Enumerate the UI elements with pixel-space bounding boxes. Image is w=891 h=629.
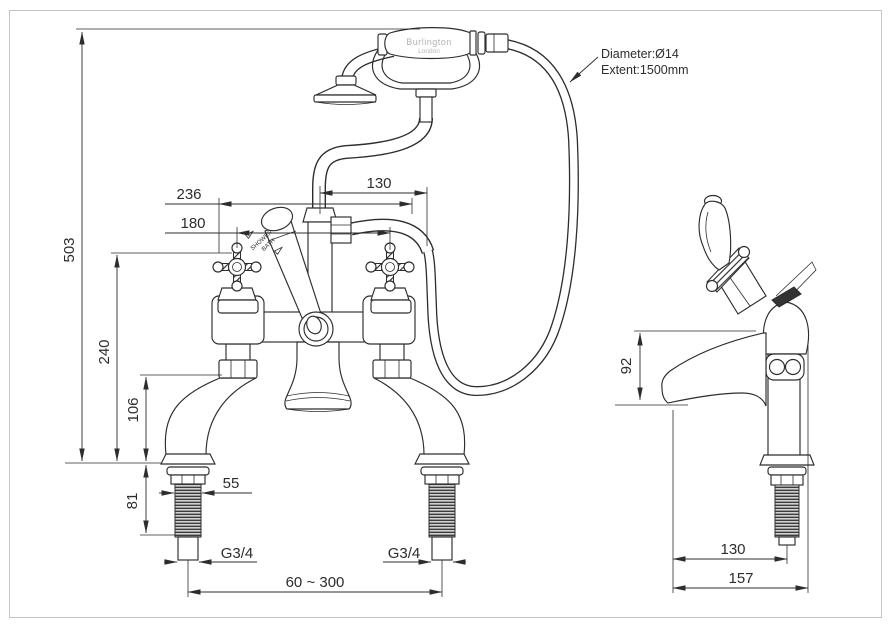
dim-label-180: 180 [180,215,205,232]
shower-hose [423,39,579,397]
dim-inlet-centers: 60 ~ 300 [187,574,443,595]
hose-ferrule [485,33,509,53]
dim-label-130-front: 130 [366,175,391,192]
dim-riser-to-hose: 130 [319,175,428,196]
brand-city: London [418,48,440,55]
dim-handle-centers: 180 [165,215,391,236]
page-frame [9,10,882,618]
dim-overall-depth: 157 [672,570,809,591]
front-view: SHOWER BATH [65,27,579,561]
right-leg [373,377,466,456]
dim-thread-right: G3/4 [383,545,466,565]
dim-spout-reach: 130 [672,541,788,562]
side-dimensions: 92 130 157 [615,330,809,593]
dim-thread-left: G3/4 [164,545,257,565]
left-leg [164,377,257,456]
right-handle [365,242,415,314]
diverter-arrow-down [273,246,284,255]
side-thread [774,484,800,538]
side-body [762,301,810,355]
hose-union-block [330,216,352,244]
diverter-boss [298,311,334,347]
side-diverter-lever [771,261,817,308]
dim-label-130-side: 130 [720,541,745,558]
cradle-hook [372,49,480,123]
dim-label-g34-left: G3/4 [221,545,254,562]
dim-label-240: 240 [96,339,113,364]
dim-label-81: 81 [124,493,141,510]
left-leg-union-nut [218,343,258,379]
dim-overall-height: 503 [61,31,85,462]
dim-width-to-hose: 236 [165,186,413,207]
front-spout [284,341,352,412]
riser-column [302,116,435,315]
hose-note-line1: Diameter:Ø14 [601,47,679,61]
hose-note: Diameter:Ø14 Extent:1500mm [569,47,689,83]
left-handle [212,242,262,314]
dim-height-under-body: 106 [125,376,149,462]
dim-label-106: 106 [125,397,142,422]
handset-grip: Burlington London [377,27,509,60]
side-cross-handle [705,245,751,293]
shower-head [313,75,377,105]
dim-label-503: 503 [61,237,78,262]
dim-label-60-300: 60 ~ 300 [286,574,345,591]
side-spout [661,332,767,407]
hose-note-line2: Extent:1500mm [601,63,689,77]
dim-label-g34-right: G3/4 [388,545,421,562]
side-ball-joint [765,353,805,381]
diverter-arrow-up [244,230,255,239]
dim-label-157: 157 [728,570,753,587]
left-thread [174,483,202,538]
side-porcelain-lever [698,194,732,271]
front-dimensions: 503 240 106 81 236 180 130 [61,28,466,597]
right-thread [428,483,456,538]
right-shank [414,453,470,561]
dim-height-to-handles: 240 [96,254,120,462]
right-leg-union-nut [372,343,412,379]
side-shank [759,454,815,546]
dim-spout-height: 92 [618,332,643,401]
diverter-lever: SHOWER BATH [244,206,323,326]
handset: Burlington London [313,27,509,123]
dim-label-236: 236 [176,186,201,203]
dim-label-92: 92 [618,358,635,375]
hose-note-leader [569,56,599,83]
side-view [661,194,817,546]
brand-name: Burlington [406,37,452,47]
dim-shank-length: 81 [124,464,149,534]
dim-label-55: 55 [223,475,240,492]
left-shank [160,453,216,561]
dim-shank-flange: 55 [159,475,252,496]
